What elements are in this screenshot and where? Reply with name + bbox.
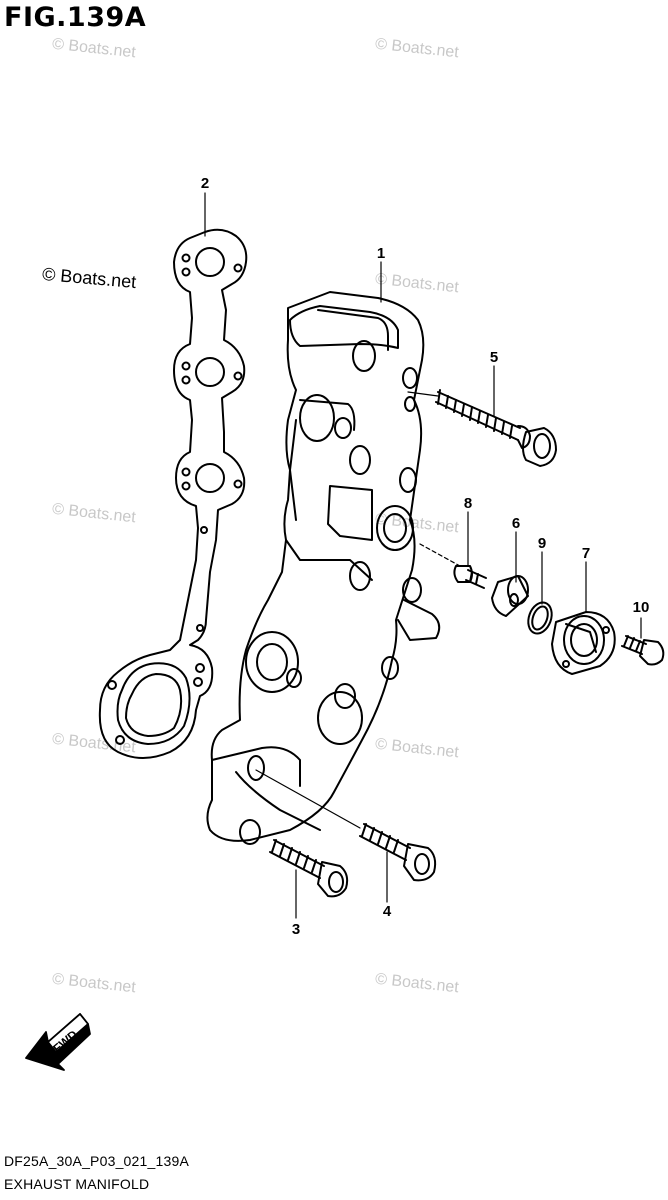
callout-5: 5	[490, 349, 498, 366]
bolt-part-3	[269, 839, 349, 898]
callout-4: 4	[383, 903, 392, 920]
callout-7: 7	[582, 545, 590, 562]
bolt-part-8	[453, 565, 487, 589]
exhaust-manifold-part	[206, 291, 441, 845]
diagram-code: DF25A_30A_P03_021_139A	[4, 1153, 189, 1169]
callout-1: 1	[377, 245, 385, 262]
callout-8: 8	[464, 495, 472, 512]
bolt-part-10	[621, 635, 665, 666]
figure-title: FIG.139A	[4, 2, 147, 33]
callout-9: 9	[538, 535, 546, 552]
leader-lines	[204, 192, 642, 919]
spacer-part-6	[491, 575, 529, 617]
o-ring-part-9	[527, 601, 553, 635]
bolt-part-4	[359, 823, 437, 882]
callout-10: 10	[633, 599, 650, 616]
gasket-part	[98, 228, 248, 759]
callout-3: 3	[292, 921, 300, 938]
callout-6: 6	[512, 515, 520, 532]
callout-2: 2	[201, 175, 209, 192]
cover-part-7	[551, 611, 616, 675]
fwd-arrow-icon	[25, 1013, 91, 1071]
diagram-caption: EXHAUST MANIFOLD	[4, 1176, 150, 1192]
bolt-part-5	[435, 389, 557, 467]
